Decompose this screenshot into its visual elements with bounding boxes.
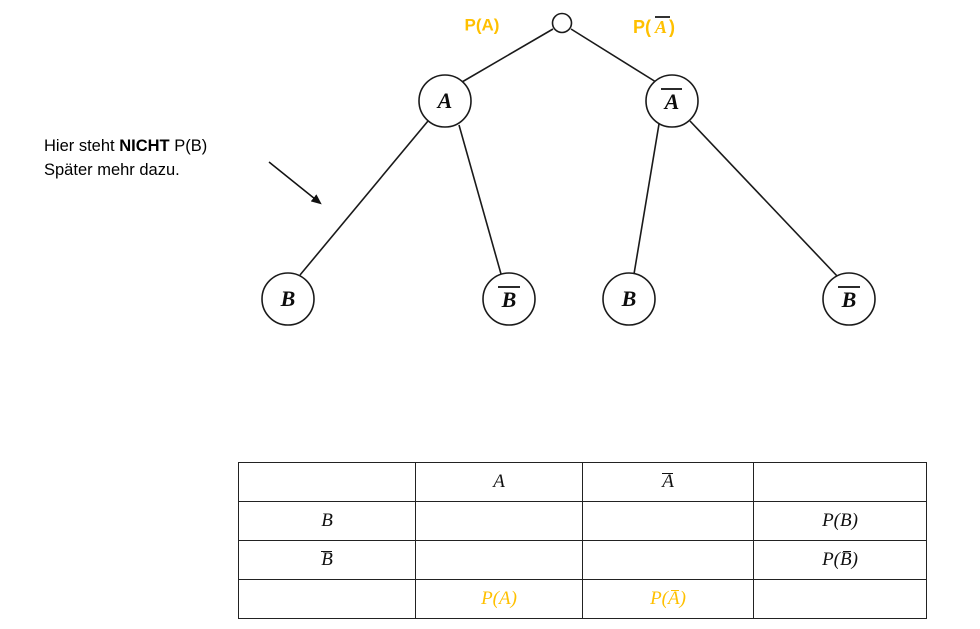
node-b-bar-2-circle[interactable] [822, 272, 876, 326]
node-b-1[interactable]: B [261, 272, 315, 326]
table-cell-r2c2[interactable] [582, 540, 754, 580]
table-cell-content: P(A) [650, 588, 686, 609]
annotation-line-1-bold: NICHT [119, 137, 170, 155]
node-b-2-circle[interactable] [602, 272, 656, 326]
table-row-b: B P(B) [238, 501, 927, 541]
annotation-text: Hier steht NICHT P(B) Später mehr dazu. [44, 135, 304, 183]
table-cell-content: P(A) [481, 588, 517, 609]
table-row-totals: P(A) P(A) [238, 579, 927, 619]
table-cell-r1c2[interactable] [582, 501, 754, 541]
table-cell-r3c0[interactable] [238, 579, 416, 619]
node-b-1-circle[interactable] [261, 272, 315, 326]
table-cell-r2c3[interactable]: P(B) [753, 540, 927, 580]
table-cell-content: B [321, 510, 333, 531]
table-cell-r3c1[interactable]: P(A) [415, 579, 583, 619]
table-cell-content: A [493, 471, 505, 492]
node-root[interactable] [551, 12, 573, 34]
overline-bar [662, 473, 673, 475]
annotation-line-2: Später mehr dazu. [44, 160, 180, 179]
probability-tree-svg: A A B B B B P(A) P( A [261, 12, 876, 326]
node-a-label: A [436, 88, 453, 113]
table-cell-r3c3[interactable] [753, 579, 927, 619]
edge-label-p-a-bar-close: ) [669, 17, 675, 37]
table-cell-r3c2[interactable]: P(A) [582, 579, 754, 619]
table-cell-content: B [321, 549, 333, 570]
edge-label-p-a-bar-text: P( [633, 17, 651, 37]
table-cell-r2c0[interactable]: B [238, 540, 416, 580]
node-a-circle[interactable] [418, 74, 472, 128]
branch-a-bar-to-b [633, 123, 660, 275]
branch-root-to-a [461, 28, 554, 83]
node-a-bar-label: A [663, 89, 680, 114]
branch-root-to-a-bar [570, 28, 657, 83]
node-a-bar-circle[interactable] [645, 74, 699, 128]
table-cell-r1c0[interactable]: B [238, 501, 416, 541]
table-cell-r0c2[interactable]: A [582, 462, 754, 502]
node-b-bar-2-label: B [841, 287, 857, 312]
edge-label-p-a-bar-base: A [654, 17, 667, 37]
branch-a-to-b [299, 120, 429, 276]
node-b-bar-1[interactable]: B [482, 272, 536, 326]
node-b-bar-2[interactable]: B [822, 272, 876, 326]
table-cell-r0c1[interactable]: A [415, 462, 583, 502]
annotation-line-1: Hier steht NICHT P(B) [44, 135, 304, 159]
annotation-arrow [268, 161, 322, 205]
node-a[interactable]: A [418, 74, 472, 128]
table-row-header: A A [238, 462, 927, 502]
table-cell-r1c3[interactable]: P(B) [753, 501, 927, 541]
probability-table-body: A A B P(B) B P(B) P(A) P(A) [238, 462, 927, 619]
node-a-bar[interactable]: A [645, 74, 699, 128]
overline-bar [670, 590, 680, 592]
annotation-line-1-post: P(B) [169, 137, 208, 155]
node-b-bar-1-circle[interactable] [482, 272, 536, 326]
table-cell-content: A [662, 471, 674, 492]
node-b-bar-1-label: B [501, 287, 517, 312]
table-row-b-bar: B P(B) [238, 540, 927, 580]
table-cell-r0c3[interactable] [753, 462, 927, 502]
node-b-1-label: B [280, 286, 296, 311]
annotation-line-1-pre: Hier steht [44, 137, 120, 155]
node-b-2[interactable]: B [602, 272, 656, 326]
branch-a-to-b-bar [458, 124, 502, 275]
table-cell-content: P(B) [822, 510, 858, 531]
branch-a-bar-to-b-bar [689, 120, 839, 278]
table-cell-r1c1[interactable] [415, 501, 583, 541]
overline-bar [321, 551, 332, 553]
table-cell-r0c0[interactable] [238, 462, 416, 502]
overline-bar [842, 551, 852, 553]
table-cell-r2c1[interactable] [415, 540, 583, 580]
table-cell-content: P(B) [822, 549, 858, 570]
probability-table: A A B P(B) B P(B) P(A) P(A) [238, 462, 927, 619]
edge-label-p-a: P(A) [465, 15, 500, 34]
edge-label-p-a-bar: P( A ) [633, 16, 675, 37]
node-b-2-label: B [621, 286, 637, 311]
